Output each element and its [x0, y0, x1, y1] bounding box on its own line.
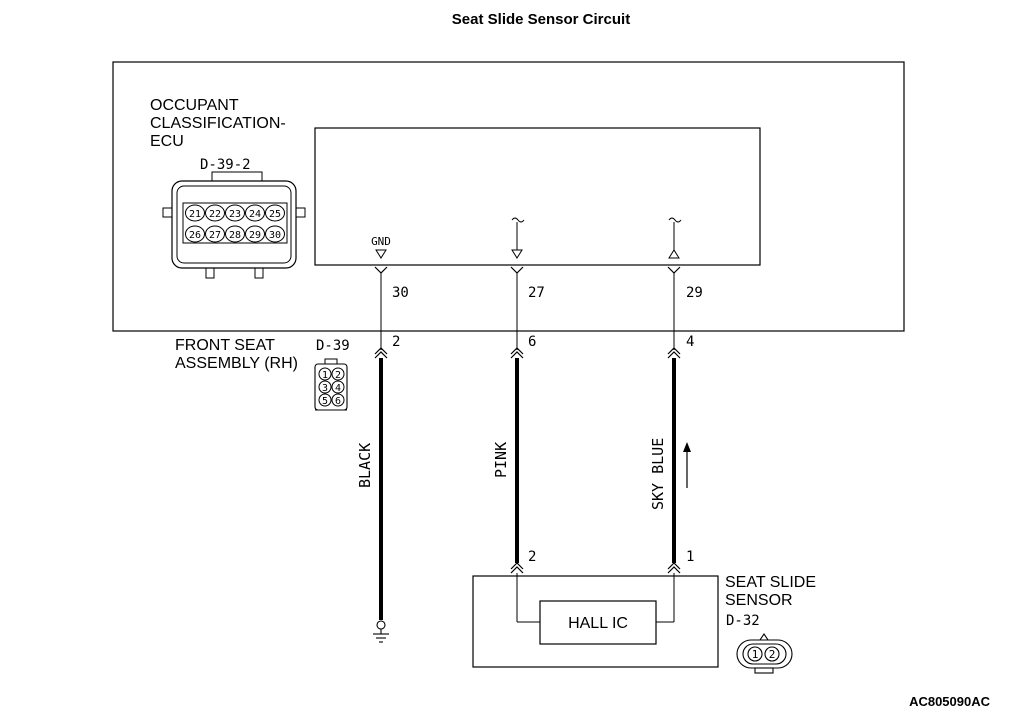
figure-code: AC805090AC: [909, 694, 991, 709]
seat-cavity-4: 4: [335, 383, 341, 394]
ecu-cavity-21: 21: [189, 209, 201, 220]
seat-cavity-ring: [331, 367, 345, 381]
ecu-cavity-ring: [185, 225, 205, 243]
ecu-cavity-ring: [245, 204, 265, 222]
sensor-terminal-2: 2: [528, 549, 536, 565]
sensor-cavity-2: 2: [769, 648, 776, 661]
sensor-connector-icon: [736, 633, 793, 674]
ecu-cavity-ring: [245, 225, 265, 243]
sensor-box: [472, 575, 719, 668]
ecu-cavity-25: 25: [269, 209, 281, 220]
ecu-connector-icon: 21 22 23 24 25 26 27 28 29 30: [162, 171, 306, 279]
hall-ic-label: HALL IC: [568, 615, 628, 632]
ecu-cavity-28: 28: [229, 230, 241, 241]
ecu-cavity-ring: [225, 204, 245, 222]
hall-ic-box: [539, 600, 657, 645]
ecu-name-line-3: ECU: [150, 133, 184, 150]
sensor-connector-id: D-32: [726, 613, 760, 629]
seat-cavity-ring: [318, 393, 332, 407]
ecu-cavity-27: 27: [209, 230, 221, 241]
ecu-cavity-ring: [205, 225, 225, 243]
ecu-cavity-30: 30: [269, 230, 281, 241]
ecu-terminal-chevrons: [374, 266, 681, 274]
gnd-label: GND: [371, 235, 391, 248]
seat-cavity-5: 5: [322, 396, 328, 407]
seat-terminal-4: 4: [686, 334, 694, 350]
ecu-cavity-23: 23: [229, 209, 241, 220]
seat-cavity-2: 2: [335, 370, 341, 381]
skyblue-output-symbol: [668, 249, 680, 259]
skyblue-signal-tilde: [668, 217, 682, 223]
seat-cavity-ring: [331, 380, 345, 394]
seat-assembly-line-2: ASSEMBLY (RH): [175, 355, 298, 372]
seat-cavity-ring: [318, 367, 332, 381]
pink-input-symbol: [511, 249, 523, 259]
wire-label-black: BLACK: [356, 443, 374, 488]
signal-direction-arrow: [683, 442, 691, 488]
ecu-name-line-2: CLASSIFICATION-: [150, 115, 286, 132]
sensor-cavity-1: 1: [752, 648, 759, 661]
pink-signal-tilde: [511, 217, 525, 223]
wire-label-pink: PINK: [492, 442, 510, 478]
sensor-terminal-1: 1: [686, 549, 694, 565]
ecu-frame: [112, 61, 905, 332]
diagram-title: Seat Slide Sensor Circuit: [452, 11, 630, 28]
seat-terminal-2: 2: [392, 334, 400, 350]
ecu-cavity-ring: [205, 204, 225, 222]
ecu-cavity-24: 24: [249, 209, 261, 220]
sensor-name-line-1: SEAT SLIDE: [725, 574, 816, 591]
seat-cavity-1: 1: [322, 370, 328, 381]
seat-connector-chevrons: [374, 347, 681, 359]
seat-cavity-ring: [318, 380, 332, 394]
ecu-cavity-ring: [265, 204, 285, 222]
seat-cavity-ring: [331, 393, 345, 407]
ecu-terminal-30: 30: [392, 285, 409, 301]
ecu-name-line-1: OCCUPANT: [150, 97, 239, 114]
ground-symbol: [373, 620, 389, 643]
ecu-cavity-ring: [225, 225, 245, 243]
ecu-cavity-22: 22: [209, 209, 221, 220]
ecu-cavity-26: 26: [189, 230, 201, 241]
ecu-cavity-ring: [185, 204, 205, 222]
ecu-terminal-27: 27: [528, 285, 545, 301]
ecu-cavity-ring: [265, 225, 285, 243]
seat-terminal-6: 6: [528, 334, 536, 350]
seat-assembly-line-1: FRONT SEAT: [175, 337, 275, 354]
ecu-inner-box: [314, 127, 761, 266]
sensor-name-line-2: SENSOR: [725, 592, 793, 609]
seat-cavity-6: 6: [335, 396, 341, 407]
ecu-connector-id: D-39-2: [200, 157, 251, 173]
ecu-terminal-29: 29: [686, 285, 703, 301]
seat-assembly-connector-id: D-39: [316, 338, 350, 354]
seat-cavity-3: 3: [322, 383, 328, 394]
ecu-cavity-29: 29: [249, 230, 261, 241]
sensor-connector-chevrons: [510, 562, 681, 574]
gnd-terminal-symbol: [375, 249, 387, 259]
wire-label-sky-blue: SKY BLUE: [649, 438, 667, 510]
